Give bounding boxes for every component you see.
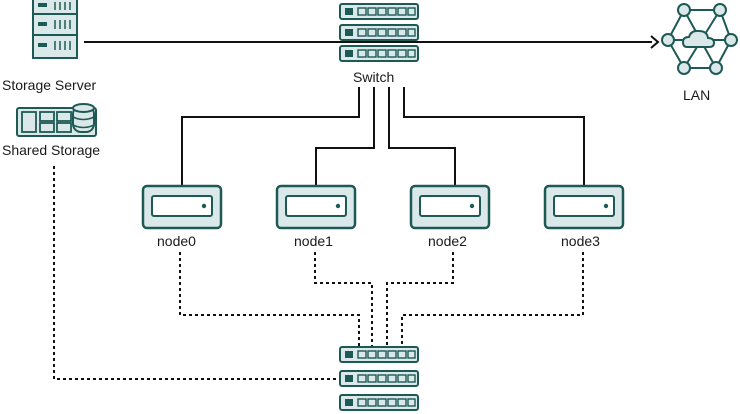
network-switch-icon [339,3,419,62]
server-rack-icon [32,0,78,59]
network-cloud-icon [661,3,738,75]
server-node-icon [275,184,357,230]
lan-label: LAN [683,87,711,103]
public-network-links [84,35,660,186]
node-label: node2 [428,233,467,249]
node-label: node3 [561,233,600,249]
private-switch-icon [339,346,419,411]
node-label: node0 [157,233,196,249]
node-label: node1 [294,233,333,249]
server-node-icon [409,184,491,230]
shared-storage-label: Shared Storage [2,142,101,158]
server-node-icon [141,184,223,230]
switch-label: Switch [353,69,395,85]
server-node-icon [543,184,625,230]
storage-server-label: Storage Server [2,77,97,93]
storage-array-icon [16,103,97,137]
private-network-links [53,166,584,380]
